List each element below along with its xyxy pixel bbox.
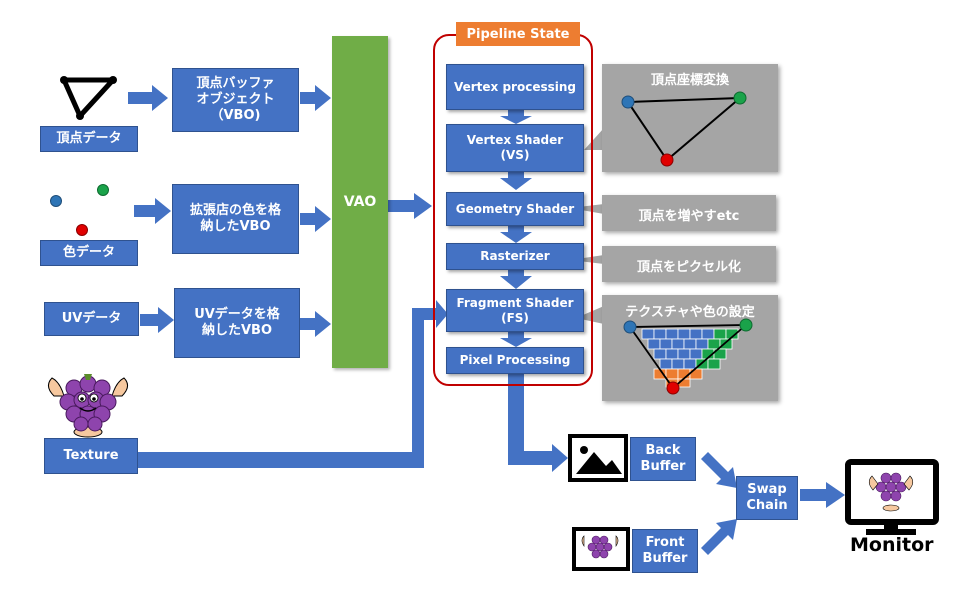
arrow-backbuffer-to-swap xyxy=(697,452,737,488)
texture-label: Texture xyxy=(63,448,119,463)
uv-vbo-box: UVデータを格 納したVBO xyxy=(174,288,300,358)
stage-fragment-shader: Fragment Shader (FS) xyxy=(446,289,584,332)
callout-pointer-vs xyxy=(584,128,604,150)
texture-box: Texture xyxy=(44,438,138,474)
arrow-vbo-to-vao xyxy=(300,85,331,111)
back-buffer-box: Back Buffer xyxy=(630,437,696,481)
texture-connector xyxy=(138,300,448,468)
callout-pointer-rast xyxy=(570,255,604,264)
arrow-uvvbo-to-vao xyxy=(300,311,331,337)
arrow-colorvbo-to-vao xyxy=(300,206,331,232)
arrow-stage-3 xyxy=(500,226,532,243)
pipeline-state-title: Pipeline State xyxy=(456,22,580,46)
arrow-color-to-vbo xyxy=(134,198,171,224)
arrow-stage-4 xyxy=(500,270,532,289)
vbo-box: 頂点バッファ オブジェクト （VBO) xyxy=(172,68,299,132)
arrow-frontbuffer-to-swap xyxy=(697,519,737,555)
color-dots-icon xyxy=(50,184,109,236)
note-rasterize: 頂点をピクセル化 xyxy=(602,246,776,282)
vbo-label: 頂点バッファ オブジェクト （VBO) xyxy=(196,76,275,123)
color-data-box: 色データ xyxy=(40,240,138,266)
swap-chain-box: Swap Chain xyxy=(736,476,798,520)
front-buffer-box: Front Buffer xyxy=(632,529,698,573)
arrow-swap-to-monitor xyxy=(800,482,845,508)
front-buffer-thumbnail-icon xyxy=(572,527,630,571)
stage-rasterizer: Rasterizer xyxy=(446,243,584,270)
arrow-vertex-to-vbo xyxy=(128,85,168,111)
grape-mascot-texture-image xyxy=(48,374,128,438)
swap-chain-label: Swap Chain xyxy=(746,482,788,513)
note-add-vertices-label: 頂点を増やすetc xyxy=(638,209,740,224)
stage-vertex-shader: Vertex Shader (VS) xyxy=(446,124,584,172)
landscape-image-icon xyxy=(568,434,628,482)
uv-vbo-label: UVデータを格 納したVBO xyxy=(194,307,280,338)
note-texture-color-label: テクスチャや色の設定 xyxy=(625,305,755,320)
arrow-stage-5 xyxy=(500,332,532,347)
triangle-icon xyxy=(60,76,117,120)
stage-pixel-processing: Pixel Processing xyxy=(446,347,584,374)
note-add-vertices: 頂点を増やすetc xyxy=(602,195,776,231)
uv-data-label: UVデータ xyxy=(61,311,122,326)
monitor-icon xyxy=(845,459,939,535)
note-rasterize-label: 頂点をピクセル化 xyxy=(636,260,741,275)
back-buffer-label: Back Buffer xyxy=(640,443,686,474)
arrow-vao-to-pipeline xyxy=(388,193,432,219)
note-vertex-transform-label: 頂点座標変換 xyxy=(650,73,729,88)
pixel-grid-icon xyxy=(623,318,753,395)
callout-pointer-gs xyxy=(570,204,604,214)
vao-box: VAO xyxy=(332,36,388,368)
note-vertex-transform: 頂点座標変換 xyxy=(602,64,778,172)
arrow-stage-1 xyxy=(500,110,532,124)
monitor-label: Monitor xyxy=(850,534,934,556)
arrow-pixel-to-backbuffer xyxy=(508,374,568,472)
stage-vertex-processing: Vertex processing xyxy=(446,64,584,110)
front-buffer-label: Front Buffer xyxy=(642,535,688,566)
color-vbo-box: 拡張店の色を格 納したVBO xyxy=(172,184,299,254)
vao-label: VAO xyxy=(343,194,377,210)
vertex-data-label: 頂点データ xyxy=(56,131,122,146)
note-texture-color: テクスチャや色の設定 xyxy=(602,295,778,401)
arrow-uv-to-vbo xyxy=(140,307,174,333)
uv-data-box: UVデータ xyxy=(44,302,139,336)
vertex-data-box: 頂点データ xyxy=(40,126,138,152)
stage-geometry-shader: Geometry Shader xyxy=(446,192,584,226)
color-data-label: 色データ xyxy=(62,245,115,260)
color-vbo-label: 拡張店の色を格 納したVBO xyxy=(189,203,281,234)
transform-triangle-icon xyxy=(621,91,747,167)
arrow-stage-2 xyxy=(500,172,532,190)
